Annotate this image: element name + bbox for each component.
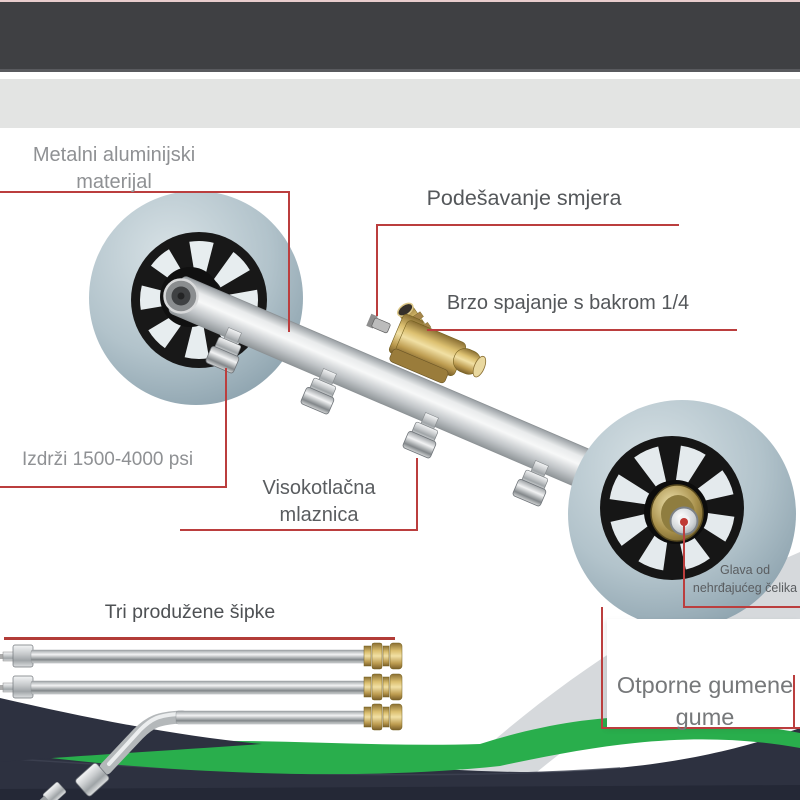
rod-brass-fitting (363, 642, 403, 670)
right-wheel (568, 400, 796, 628)
callout-line-head-h (683, 606, 800, 608)
callout-line-tires-v (601, 607, 603, 729)
label-nozzle: Visokotlačna mlaznica (262, 477, 376, 526)
callout-line-rods-h (4, 637, 395, 640)
extension-rod-3-bent (38, 703, 403, 800)
callout-line-material-v (288, 191, 290, 332)
callout-line-direction-h (376, 224, 679, 226)
callout-line-tires-r (793, 675, 795, 729)
top-accent-line (0, 0, 800, 2)
left-spoke-openings (140, 241, 258, 359)
label-pressure: Izdrži 1500-4000 psi (21, 449, 194, 470)
callout-line-psi-v (225, 368, 227, 488)
callout-line-nozzle-h (180, 529, 418, 531)
callout-line-tires-b (601, 727, 800, 729)
tires-label-card (607, 619, 800, 728)
green-wave (42, 716, 800, 775)
callout-line-psi-h (0, 486, 227, 488)
label-tires: Otporne gumene gume (616, 672, 794, 730)
callout-line-quick-h (427, 329, 737, 331)
label-material: Metalni aluminijski materijal (32, 144, 196, 193)
rod-brass-fitting (363, 703, 403, 731)
callout-line-direction-v (376, 224, 378, 316)
rod-brass-fitting (363, 673, 403, 701)
tube-open-end (163, 278, 199, 314)
callout-line-material-h (0, 191, 290, 193)
brass-valve (366, 302, 487, 384)
top-dark-bar (0, 0, 800, 72)
label-head: Glava od nehrđajućeg čelika (692, 563, 798, 596)
label-quick-connect: Brzo spajanje s bakrom 1/4 (446, 292, 690, 314)
right-spoke-openings (609, 445, 735, 571)
header-gray-strip (0, 79, 800, 128)
bottom-strip (0, 785, 800, 800)
label-direction: Podešavanje smjera (426, 186, 622, 210)
navy-wave (0, 700, 800, 800)
callout-line-head-v (683, 524, 685, 608)
navy-wedge (0, 698, 262, 762)
extension-rod-1 (0, 642, 403, 670)
extension-rod-2 (0, 673, 403, 701)
callout-line-nozzle-v (416, 458, 418, 531)
label-rods: Tri produžene šipke (104, 601, 276, 623)
callout-dot-axle (680, 518, 688, 526)
